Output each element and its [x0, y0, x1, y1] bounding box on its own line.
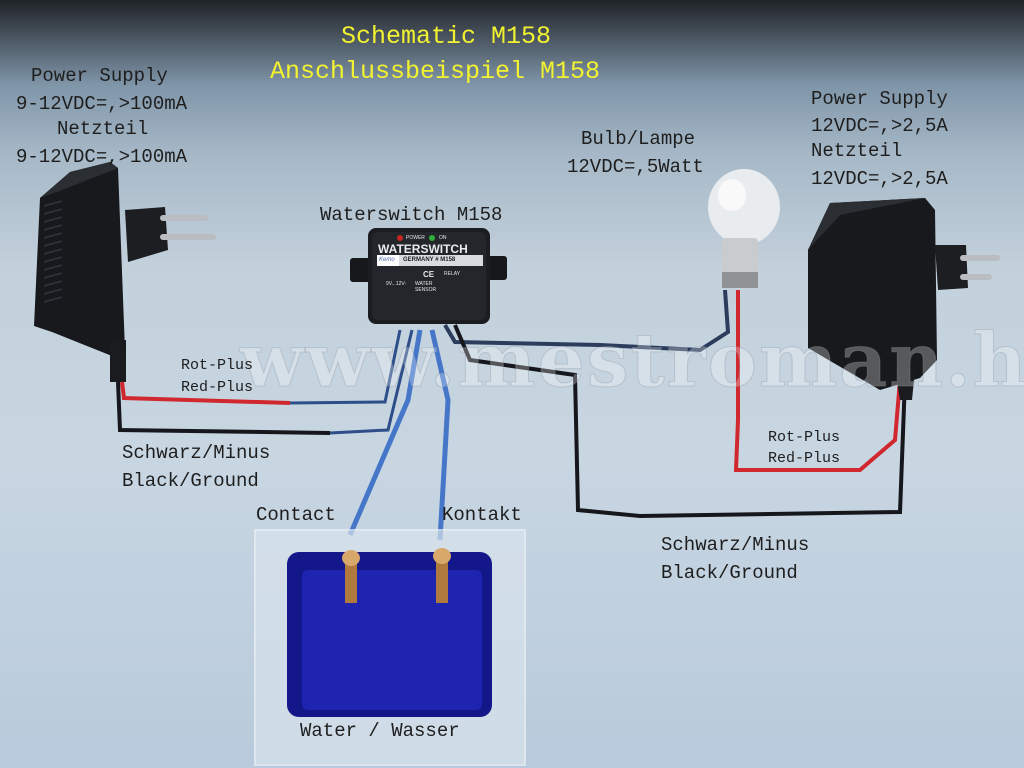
plug-pin — [160, 234, 216, 240]
title-line-2: Anschlussbeispiel M158 — [270, 57, 601, 86]
right-black-wire — [453, 324, 907, 519]
right-red-wire — [733, 290, 902, 472]
plug-pin — [960, 274, 992, 280]
left-power-supply — [34, 162, 216, 382]
bulb — [708, 169, 780, 288]
left-black-wire — [116, 381, 331, 435]
ce-mark: CE — [423, 270, 435, 279]
module-supply-plus-wire — [289, 329, 402, 405]
left-supply-spec-de: 9-12VDC=,>100mA — [16, 146, 188, 168]
left-supply-spec: 9-12VDC=,>100mA — [16, 93, 188, 115]
pin-relay-label: RELAY — [444, 271, 461, 277]
right-red-label-de: Rot-Plus — [768, 429, 841, 446]
pin-sensor-label: WATER SENSOR — [415, 281, 437, 293]
module-brand: Kemo — [379, 257, 395, 263]
left-supply-label-de: Netzteil — [57, 118, 149, 140]
right-supply-label: Power Supply — [811, 88, 948, 110]
right-power-supply — [808, 198, 1000, 400]
pin-supply-label: 9V...12V- — [386, 281, 407, 287]
sensor-wire-2 — [429, 329, 451, 541]
led-power-label: POWER — [406, 235, 425, 241]
left-supply-label: Power Supply — [31, 65, 168, 87]
contact-electrode-left — [345, 555, 357, 603]
vent-slots — [43, 200, 63, 303]
title-line-1: Schematic M158 — [341, 22, 552, 51]
left-black-label-de: Schwarz/Minus — [122, 442, 271, 464]
contact-electrode-right — [436, 555, 448, 603]
bulb-spec: 12VDC=,5Watt — [567, 156, 704, 178]
right-supply-spec-de: 12VDC=,>2,5A — [811, 168, 948, 190]
plug-pin — [960, 255, 1000, 261]
sensor-wire-1 — [347, 329, 423, 536]
module-origin: GERMANY # M158 — [403, 257, 456, 263]
right-black-label-de: Schwarz/Minus — [661, 534, 810, 556]
bulb-label: Bulb/Lampe — [581, 128, 696, 150]
contact-label-en: Contact — [256, 504, 336, 526]
right-red-label-en: Red-Plus — [768, 450, 841, 467]
water-label: Water / Wasser — [300, 720, 460, 742]
left-red-label-en: Red-Plus — [181, 379, 254, 396]
power-led — [397, 235, 403, 241]
module-label: Waterswitch M158 — [320, 204, 503, 226]
right-black-label-en: Black/Ground — [661, 562, 798, 584]
left-black-label-en: Black/Ground — [122, 470, 259, 492]
plug-pin — [160, 215, 208, 221]
led-on-label: ON — [439, 235, 447, 241]
left-red-wire — [120, 381, 291, 405]
right-supply-label-de: Netzteil — [811, 140, 903, 162]
waterswitch-module — [350, 228, 507, 324]
water-sensor-tray — [254, 529, 526, 766]
right-supply-spec: 12VDC=,>2,5A — [811, 115, 948, 137]
watermark: www.mestroman.hu — [239, 318, 1024, 405]
module-face-title: WATERSWITCH — [378, 242, 468, 256]
relay-wire-to-bulb — [443, 289, 731, 353]
contact-label-de: Kontakt — [442, 504, 522, 526]
left-red-label-de: Rot-Plus — [181, 357, 254, 374]
on-led — [429, 235, 435, 241]
module-supply-minus-wire — [329, 329, 414, 435]
